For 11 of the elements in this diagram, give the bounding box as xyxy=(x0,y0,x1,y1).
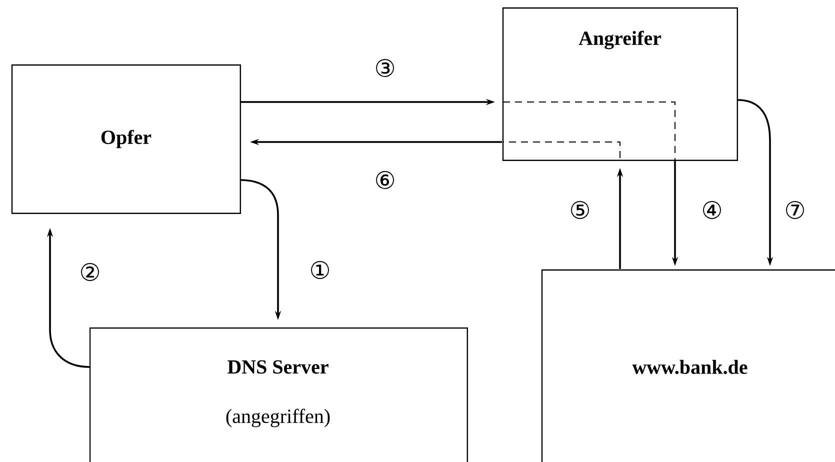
box: DNS Server (angegriffen) xyxy=(89,327,468,462)
edge-label: ① xyxy=(308,260,332,280)
box: Angreifer xyxy=(502,7,738,161)
edge-label: ⑥ xyxy=(373,170,397,190)
box: Opfer xyxy=(11,64,241,214)
edge-label: ② xyxy=(78,262,102,282)
edge-label: ⑦ xyxy=(783,200,807,220)
edge-label: ③ xyxy=(373,58,397,78)
edge-label: ⑤ xyxy=(568,200,592,220)
box: www.bank.de xyxy=(541,269,835,462)
edge-label: ④ xyxy=(700,200,724,220)
